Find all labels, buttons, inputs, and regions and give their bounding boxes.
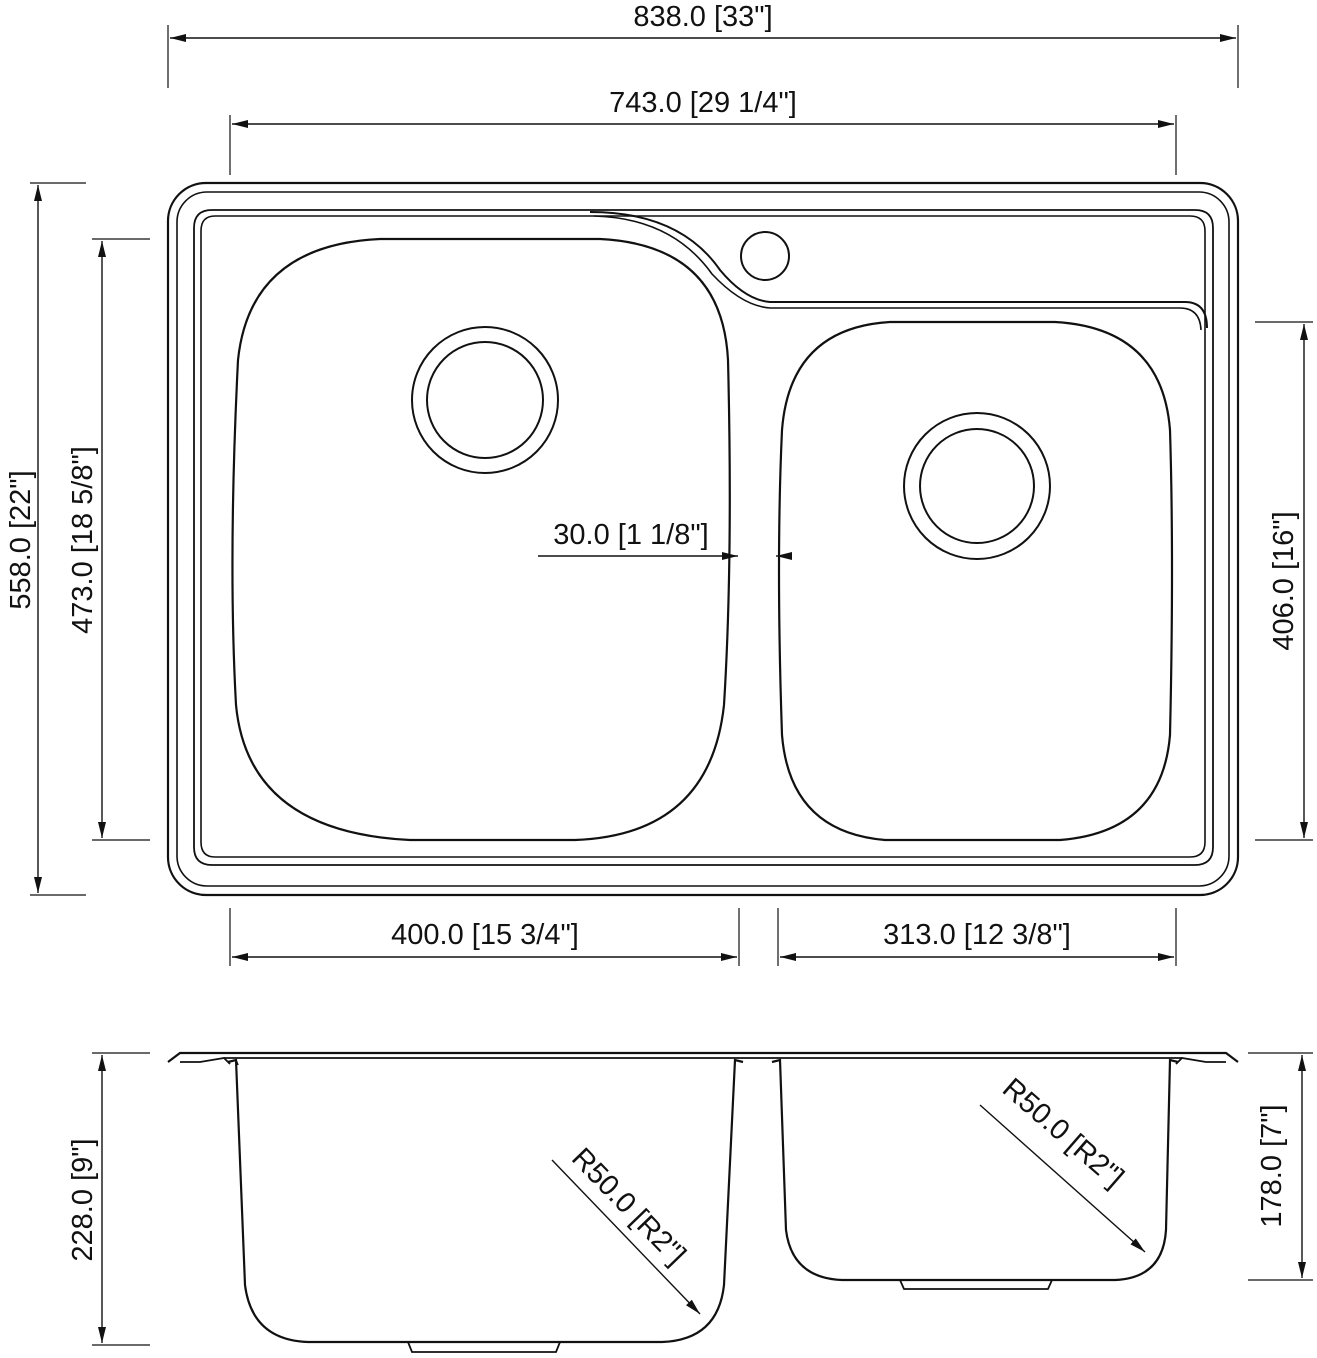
side-rim (167, 1051, 1239, 1063)
cutout-width-dimension: 743.0 [29 1/4"] (229, 87, 1177, 175)
small-bowl-radius-label: R50.0 [R2"] (996, 1072, 1129, 1194)
sink-rim-inner (176, 191, 1230, 887)
side-rim-lower-right (1175, 1057, 1226, 1065)
side-small-bowl (771, 1058, 1179, 1282)
top-view (166, 181, 1240, 897)
divider-width-label: 30.0 [1 1/8"] (553, 519, 708, 551)
faucet-ledge-edge (593, 215, 1202, 331)
small-bowl-height-dimension: 178.0 [7"] (1248, 1052, 1313, 1281)
small-bowl (777, 320, 1174, 842)
overall-width-dimension: 838.0 [33"] (167, 1, 1239, 88)
large-bowl-height-label: 228.0 [9"] (67, 1138, 99, 1261)
small-bowl-width-dimension: 313.0 [12 3/8"] (777, 908, 1177, 966)
side-view (167, 1051, 1239, 1353)
large-bowl-width-dimension: 400.0 [15 3/4"] (229, 908, 740, 966)
sink-deck-outline (193, 209, 1214, 866)
cutout-width-label: 743.0 [29 1/4"] (609, 87, 797, 119)
faucet-hole (740, 231, 790, 281)
large-bowl-height-dimension: 228.0 [9"] (67, 1052, 150, 1346)
small-bowl-width-label: 313.0 [12 3/8"] (883, 919, 1071, 951)
side-rim-lower (180, 1057, 231, 1065)
side-large-bowl (227, 1058, 744, 1344)
sink-outer-rim (166, 181, 1240, 897)
large-bowl-depth-dimension: 473.0 [18 5/8"] (67, 238, 150, 841)
overall-depth-dimension: 558.0 [22"] (5, 182, 86, 896)
large-bowl-drain-inner (426, 341, 544, 459)
overall-depth-label: 558.0 [22"] (5, 470, 37, 609)
divider-width-dimension: 30.0 [1 1/8"] (538, 519, 792, 560)
side-large-bowl-wall (235, 1059, 239, 1066)
small-bowl-depth-label: 406.0 [16"] (1268, 511, 1300, 650)
sink-deck-inner (200, 215, 1206, 858)
large-bowl-depth-label: 473.0 [18 5/8"] (67, 446, 99, 634)
large-bowl (231, 237, 731, 842)
small-bowl-drain-inner (919, 428, 1035, 544)
side-small-drain (899, 1279, 1053, 1290)
small-bowl-drain-outer (903, 412, 1051, 560)
large-bowl-radius-label: R50.0 [R2"] (565, 1142, 691, 1271)
faucet-ledge (589, 211, 1208, 329)
large-bowl-drain-outer (411, 326, 559, 474)
small-bowl-radius-dimension: R50.0 [R2"] (979, 1072, 1146, 1253)
small-bowl-height-label: 178.0 [7"] (1256, 1104, 1288, 1227)
small-bowl-depth-dimension: 406.0 [16"] (1255, 321, 1313, 841)
large-bowl-width-label: 400.0 [15 3/4"] (391, 919, 579, 951)
large-bowl-radius-dimension: R50.0 [R2"] (551, 1142, 701, 1315)
side-large-drain (407, 1341, 561, 1353)
overall-width-label: 838.0 [33"] (633, 1, 772, 33)
